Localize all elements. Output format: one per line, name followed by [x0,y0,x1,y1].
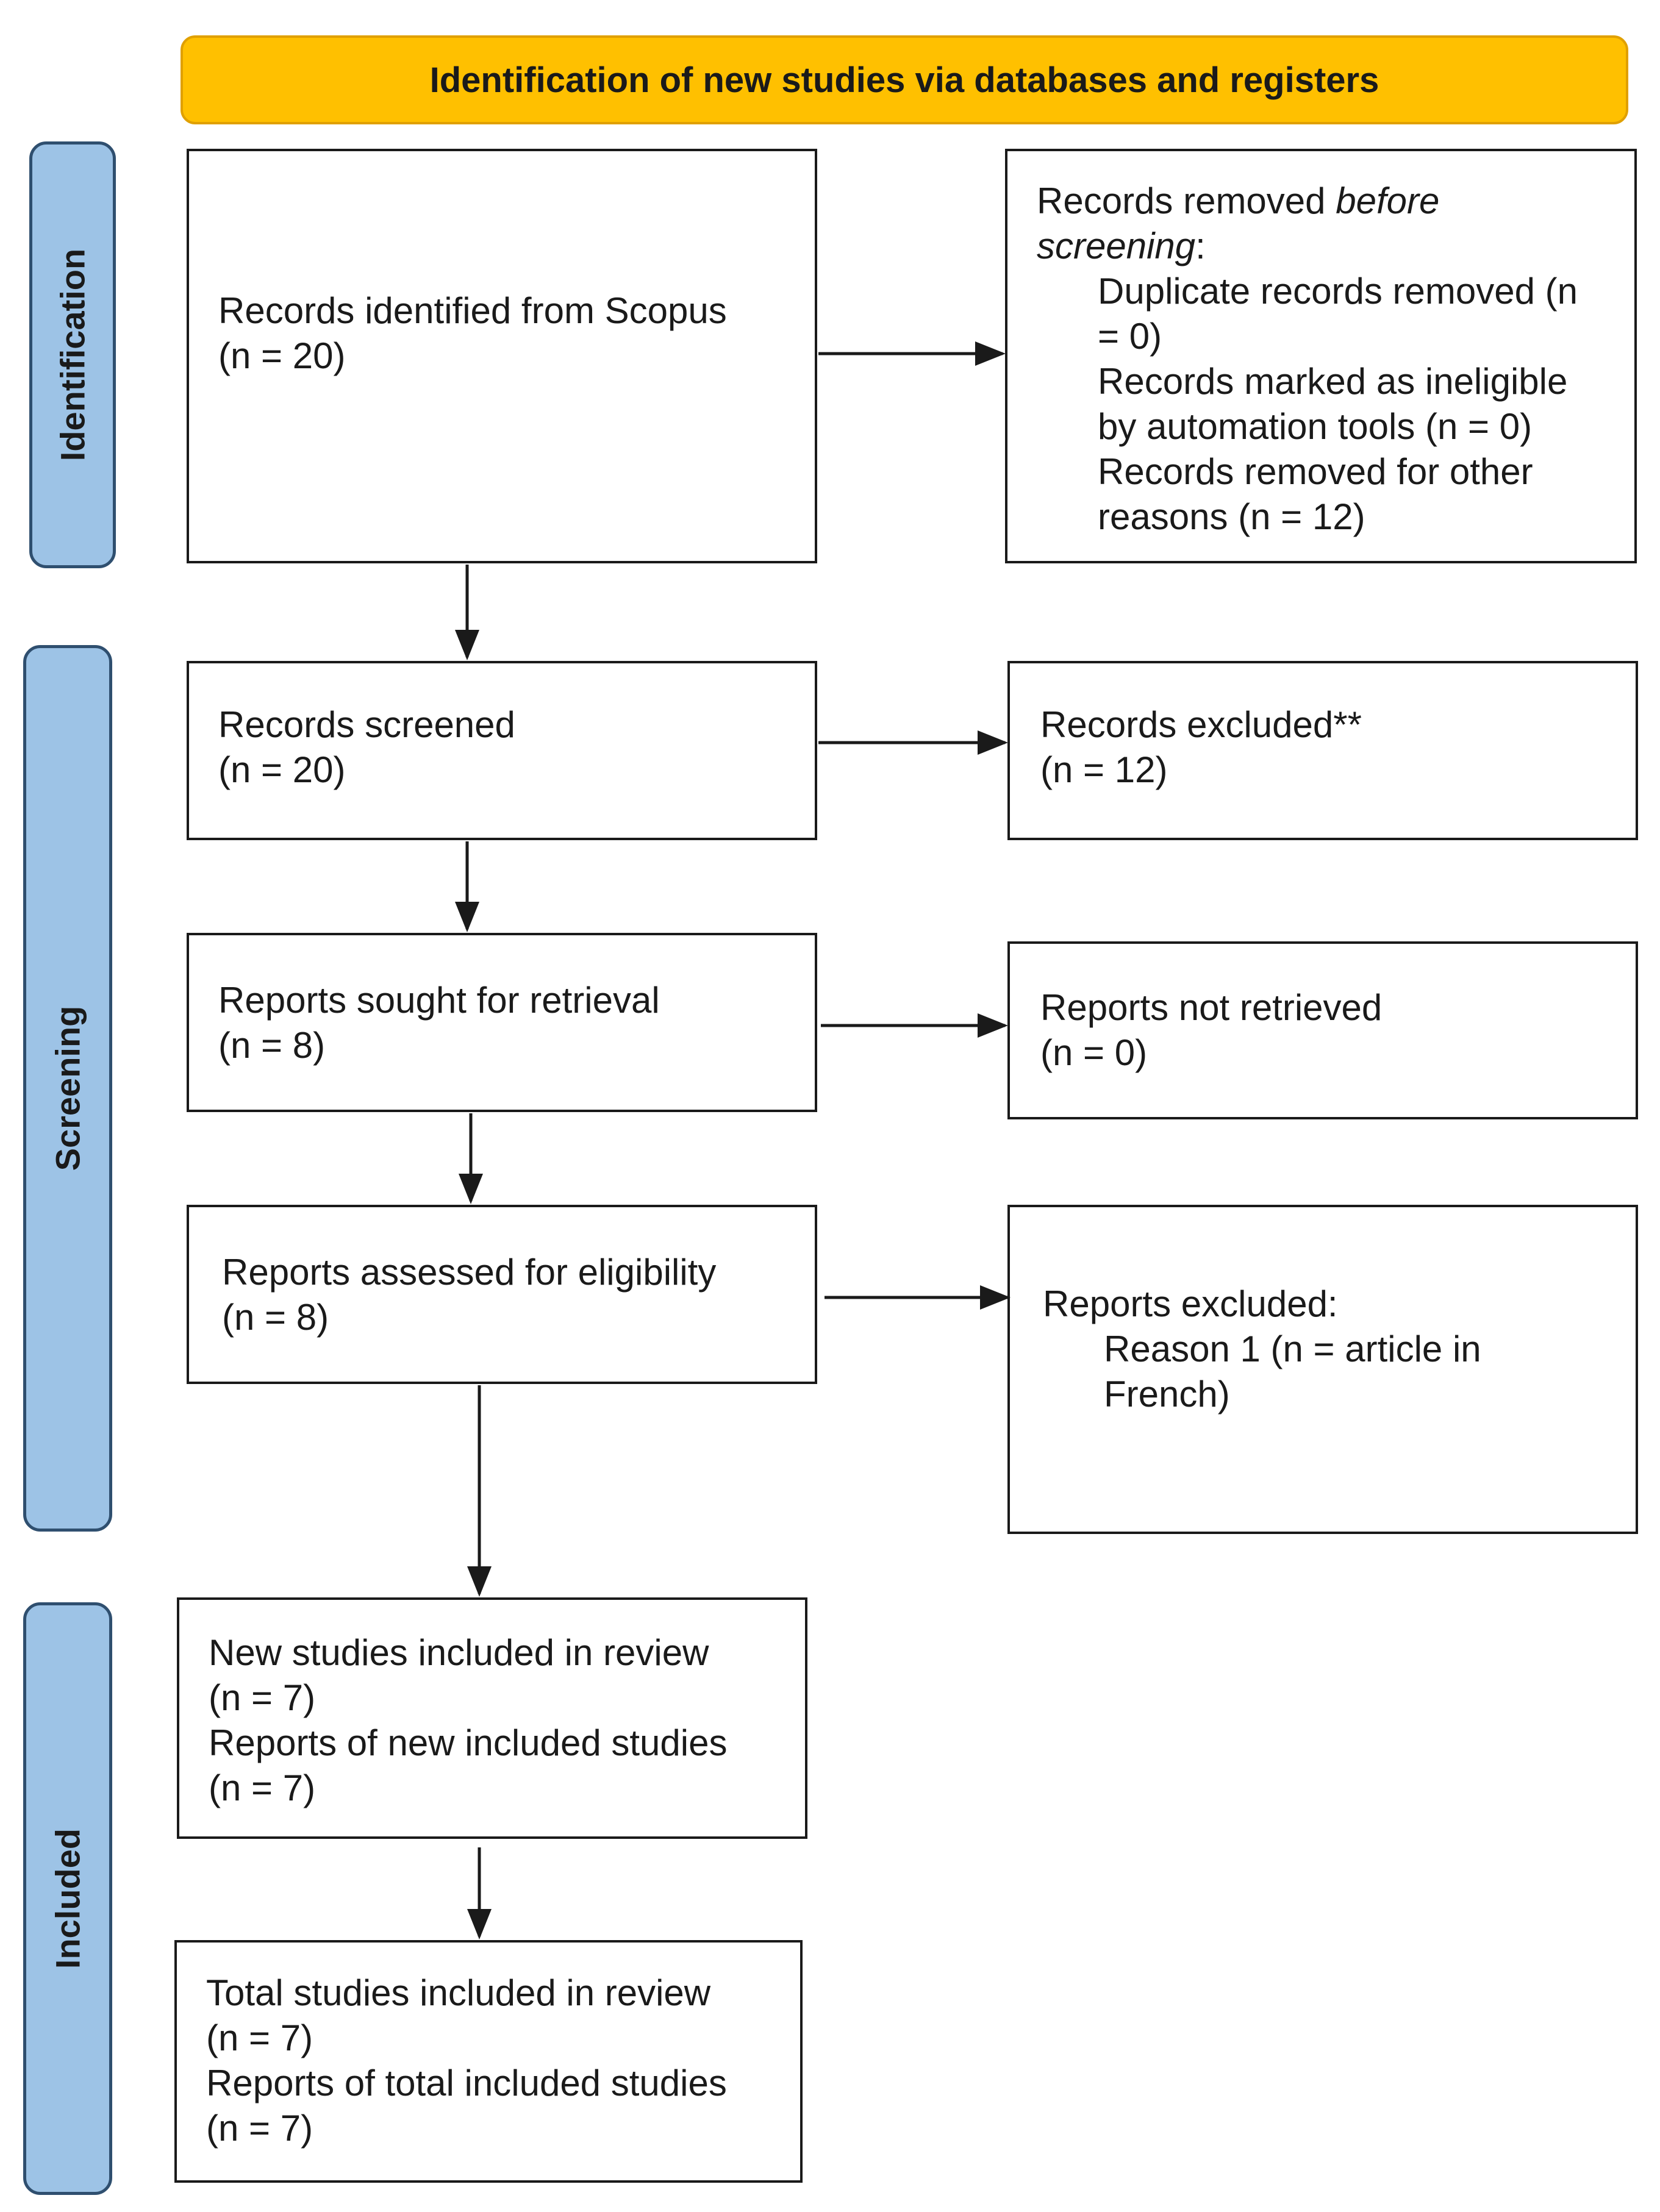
reports-not-retrieved-label: Reports not retrieved [1040,987,1383,1028]
duplicate-records-line2: = 0) [1098,316,1162,357]
total-studies-box [174,1940,803,2183]
reports-excluded-label: Reports excluded: [1043,1283,1338,1324]
reports-assessed-box [187,1205,817,1384]
records-excluded-label: Records excluded** [1040,704,1362,745]
reports-sought-text: Reports sought for retrieval (n = 8) [218,978,660,1068]
total-reports-label: Reports of total included studies [206,2063,727,2103]
records-screened-text: Records screened (n = 20) [218,702,515,793]
reports-not-retrieved-count: (n = 0) [1040,1032,1148,1073]
other-removed-line1: Records removed for other [1098,451,1533,492]
new-studies-text: New studies included in review (n = 7) R… [209,1630,728,1811]
records-excluded-box [1007,661,1638,840]
other-removed-line2: reasons (n = 12) [1098,496,1365,537]
phase-screening: Screening [23,645,112,1532]
records-removed-heading: Records removed [1037,180,1336,221]
records-screened-count: (n = 20) [218,749,346,790]
records-removed-text: Records removed before screening: Duplic… [1037,179,1578,540]
records-removed-screening: screening [1037,226,1196,266]
new-studies-label: New studies included in review [209,1632,709,1673]
phase-included: Included [23,1602,112,2195]
reports-sought-label: Reports sought for retrieval [218,980,660,1021]
records-identified-label: Records identified from Scopus [218,290,727,331]
total-reports-count: (n = 7) [206,2108,313,2149]
records-removed-before: before [1336,180,1440,221]
total-studies-count: (n = 7) [206,2018,313,2058]
reports-sought-count: (n = 8) [218,1025,326,1066]
records-excluded-text: Records excluded** (n = 12) [1040,702,1362,793]
ineligible-records-line2: by automation tools (n = 0) [1098,406,1533,447]
duplicate-records-line1: Duplicate records removed (n [1098,271,1578,312]
new-reports-label: Reports of new included studies [209,1722,728,1763]
new-studies-box [177,1597,807,1839]
records-screened-label: Records screened [218,704,515,745]
reports-assessed-label: Reports assessed for eligibility [222,1252,717,1293]
reports-assessed-text: Reports assessed for eligibility (n = 8) [222,1250,716,1340]
header-title: Identification of new studies via databa… [429,60,1379,100]
reports-excluded-reason-line2: French) [1104,1374,1230,1415]
reports-not-retrieved-text: Reports not retrieved (n = 0) [1040,985,1382,1076]
reports-assessed-count: (n = 8) [222,1297,329,1338]
records-removed-box [1005,149,1637,563]
reports-sought-box [187,933,817,1112]
phase-identification: Identification [29,141,116,568]
reports-not-retrieved-box [1007,941,1638,1119]
records-identified-text: Records identified from Scopus (n = 20) [218,288,727,379]
new-reports-count: (n = 7) [209,1768,316,1808]
reports-excluded-box [1007,1205,1638,1534]
new-studies-count: (n = 7) [209,1677,316,1718]
total-studies-label: Total studies included in review [206,1972,711,2013]
reports-excluded-text: Reports excluded: Reason 1 (n = article … [1043,1282,1481,1417]
records-excluded-count: (n = 12) [1040,749,1168,790]
reports-excluded-reason-line1: Reason 1 (n = article in [1104,1329,1481,1369]
ineligible-records-line1: Records marked as ineligible [1098,361,1568,402]
records-identified-count: (n = 20) [218,335,346,376]
header-banner: Identification of new studies via databa… [181,35,1628,124]
total-studies-text: Total studies included in review (n = 7)… [206,1971,727,2151]
records-identified-box [187,149,817,563]
records-removed-colon: : [1195,226,1206,266]
records-screened-box [187,661,817,840]
